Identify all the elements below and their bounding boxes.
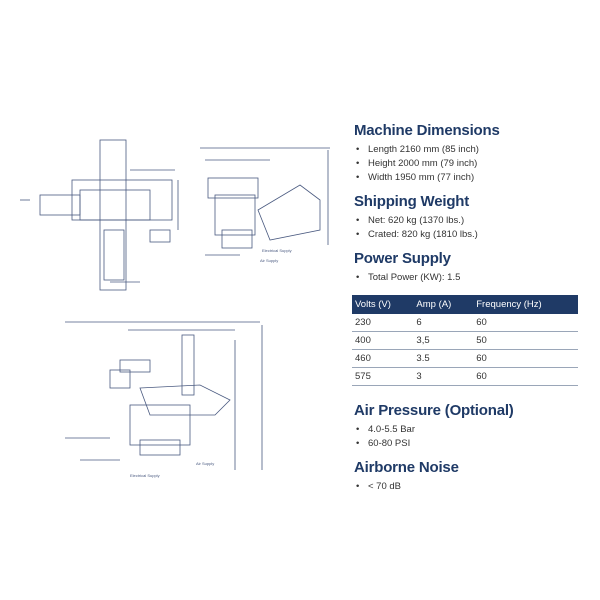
air-list: 4.0-5.5 Bar 60-80 PSI	[354, 423, 580, 451]
table-cell: 3,5	[413, 331, 474, 350]
dimensions-list: Length 2160 mm (85 inch) Height 2000 mm …	[354, 143, 580, 185]
bottom-air-label: Air Supply	[196, 461, 214, 466]
bottom-elec-label: Electrical Supply	[130, 473, 160, 478]
table-cell: 60	[473, 314, 578, 332]
noise-heading: Airborne Noise	[354, 459, 459, 476]
shipping-heading: Shipping Weight	[354, 193, 470, 210]
table-cell: 400	[352, 331, 414, 350]
power-table: Volts (V) Amp (A) Frequency (Hz) 230 6 6…	[352, 295, 578, 386]
list-item: Crated: 820 kg (1810 lbs.)	[354, 228, 580, 242]
top-view-drawing	[20, 139, 179, 291]
table-cell: 60	[473, 349, 578, 368]
shipping-list: Net: 620 kg (1370 lbs.) Crated: 820 kg (…	[354, 214, 580, 242]
column-header: Amp (A)	[413, 295, 474, 314]
list-item: 60-80 PSI	[354, 437, 580, 451]
power-heading: Power Supply	[354, 250, 451, 267]
list-item: Total Power (KW): 1.5	[354, 271, 580, 285]
table-header-row: Volts (V) Amp (A) Frequency (Hz)	[352, 295, 578, 314]
air-heading: Air Pressure (Optional)	[354, 402, 514, 419]
table-cell: 50	[473, 331, 578, 350]
table-row: 230 6 60	[352, 314, 578, 332]
spec-panel: Machine Dimensions Length 2160 mm (85 in…	[352, 122, 580, 502]
table-cell: 3.5	[413, 349, 474, 368]
table-cell: 230	[352, 314, 414, 332]
list-item: 4.0-5.5 Bar	[354, 423, 580, 437]
table-cell: 3	[413, 367, 474, 386]
list-item: Net: 620 kg (1370 lbs.)	[354, 214, 580, 228]
side-elec-label: Electrical Supply	[262, 248, 292, 253]
list-item: Height 2000 mm (79 inch)	[354, 157, 580, 171]
column-header: Frequency (Hz)	[473, 295, 578, 314]
dimensions-heading: Machine Dimensions	[354, 122, 500, 139]
noise-list: < 70 dB	[354, 480, 580, 494]
technical-drawings: Air Supply Electrical Supply Electrical …	[20, 139, 330, 478]
table-row: 400 3,5 50	[352, 331, 578, 350]
table-cell: 460	[352, 349, 414, 368]
side-view-drawing	[200, 147, 330, 256]
table-cell: 575	[352, 367, 414, 386]
table-cell: 6	[413, 314, 474, 332]
table-cell: 60	[473, 367, 578, 386]
power-list: Total Power (KW): 1.5	[354, 271, 580, 285]
table-row: 460 3.5 60	[352, 349, 578, 368]
column-header: Volts (V)	[352, 295, 414, 314]
bottom-view-drawing	[65, 321, 263, 470]
list-item: Length 2160 mm (85 inch)	[354, 143, 580, 157]
list-item: < 70 dB	[354, 480, 580, 494]
table-row: 575 3 60	[352, 367, 578, 386]
list-item: Width 1950 mm (77 inch)	[354, 171, 580, 185]
side-air-label: Air Supply	[260, 258, 278, 263]
